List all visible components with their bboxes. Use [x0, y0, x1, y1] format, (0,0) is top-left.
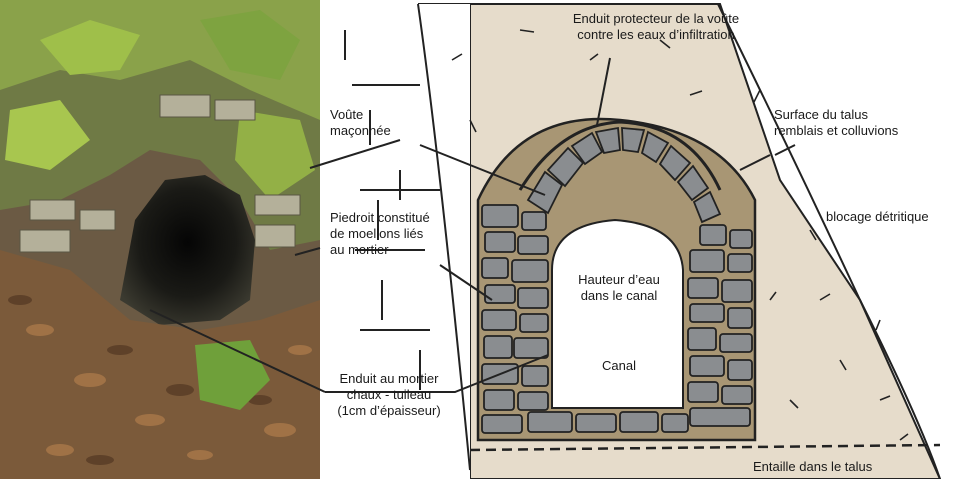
label-canal: Canal [555, 358, 683, 374]
label-mortar-render-line3: (1cm d’épaisseur) [325, 403, 453, 419]
label-vault-line2: maçonnée [330, 123, 391, 139]
label-blocage: blocage détritique [826, 209, 929, 225]
label-vault-line1: Voûte [330, 107, 391, 123]
label-mortar-render-line1: Enduit au mortier [325, 371, 453, 387]
label-protective-render-line1: Enduit protecteur de la voûte [556, 11, 756, 27]
canal-opening [552, 220, 683, 408]
label-protective-render-line2: contre les eaux d’infiltration [556, 27, 756, 43]
label-piedroit-line2: de moellons liés [330, 226, 430, 242]
label-water-height-line1: Hauteur d’eau [555, 272, 683, 288]
label-surface-talus-line1: Surface du talus [774, 107, 898, 123]
label-entaille: Entaille dans le talus [753, 459, 872, 475]
label-piedroit-line3: au mortier [330, 242, 430, 258]
label-water-height-line2: dans le canal [555, 288, 683, 304]
label-mortar-render-line2: chaux - tuileau [325, 387, 453, 403]
label-piedroit-line1: Piedroit constitué [330, 210, 430, 226]
label-surface-talus-line2: remblais et colluvions [774, 123, 898, 139]
